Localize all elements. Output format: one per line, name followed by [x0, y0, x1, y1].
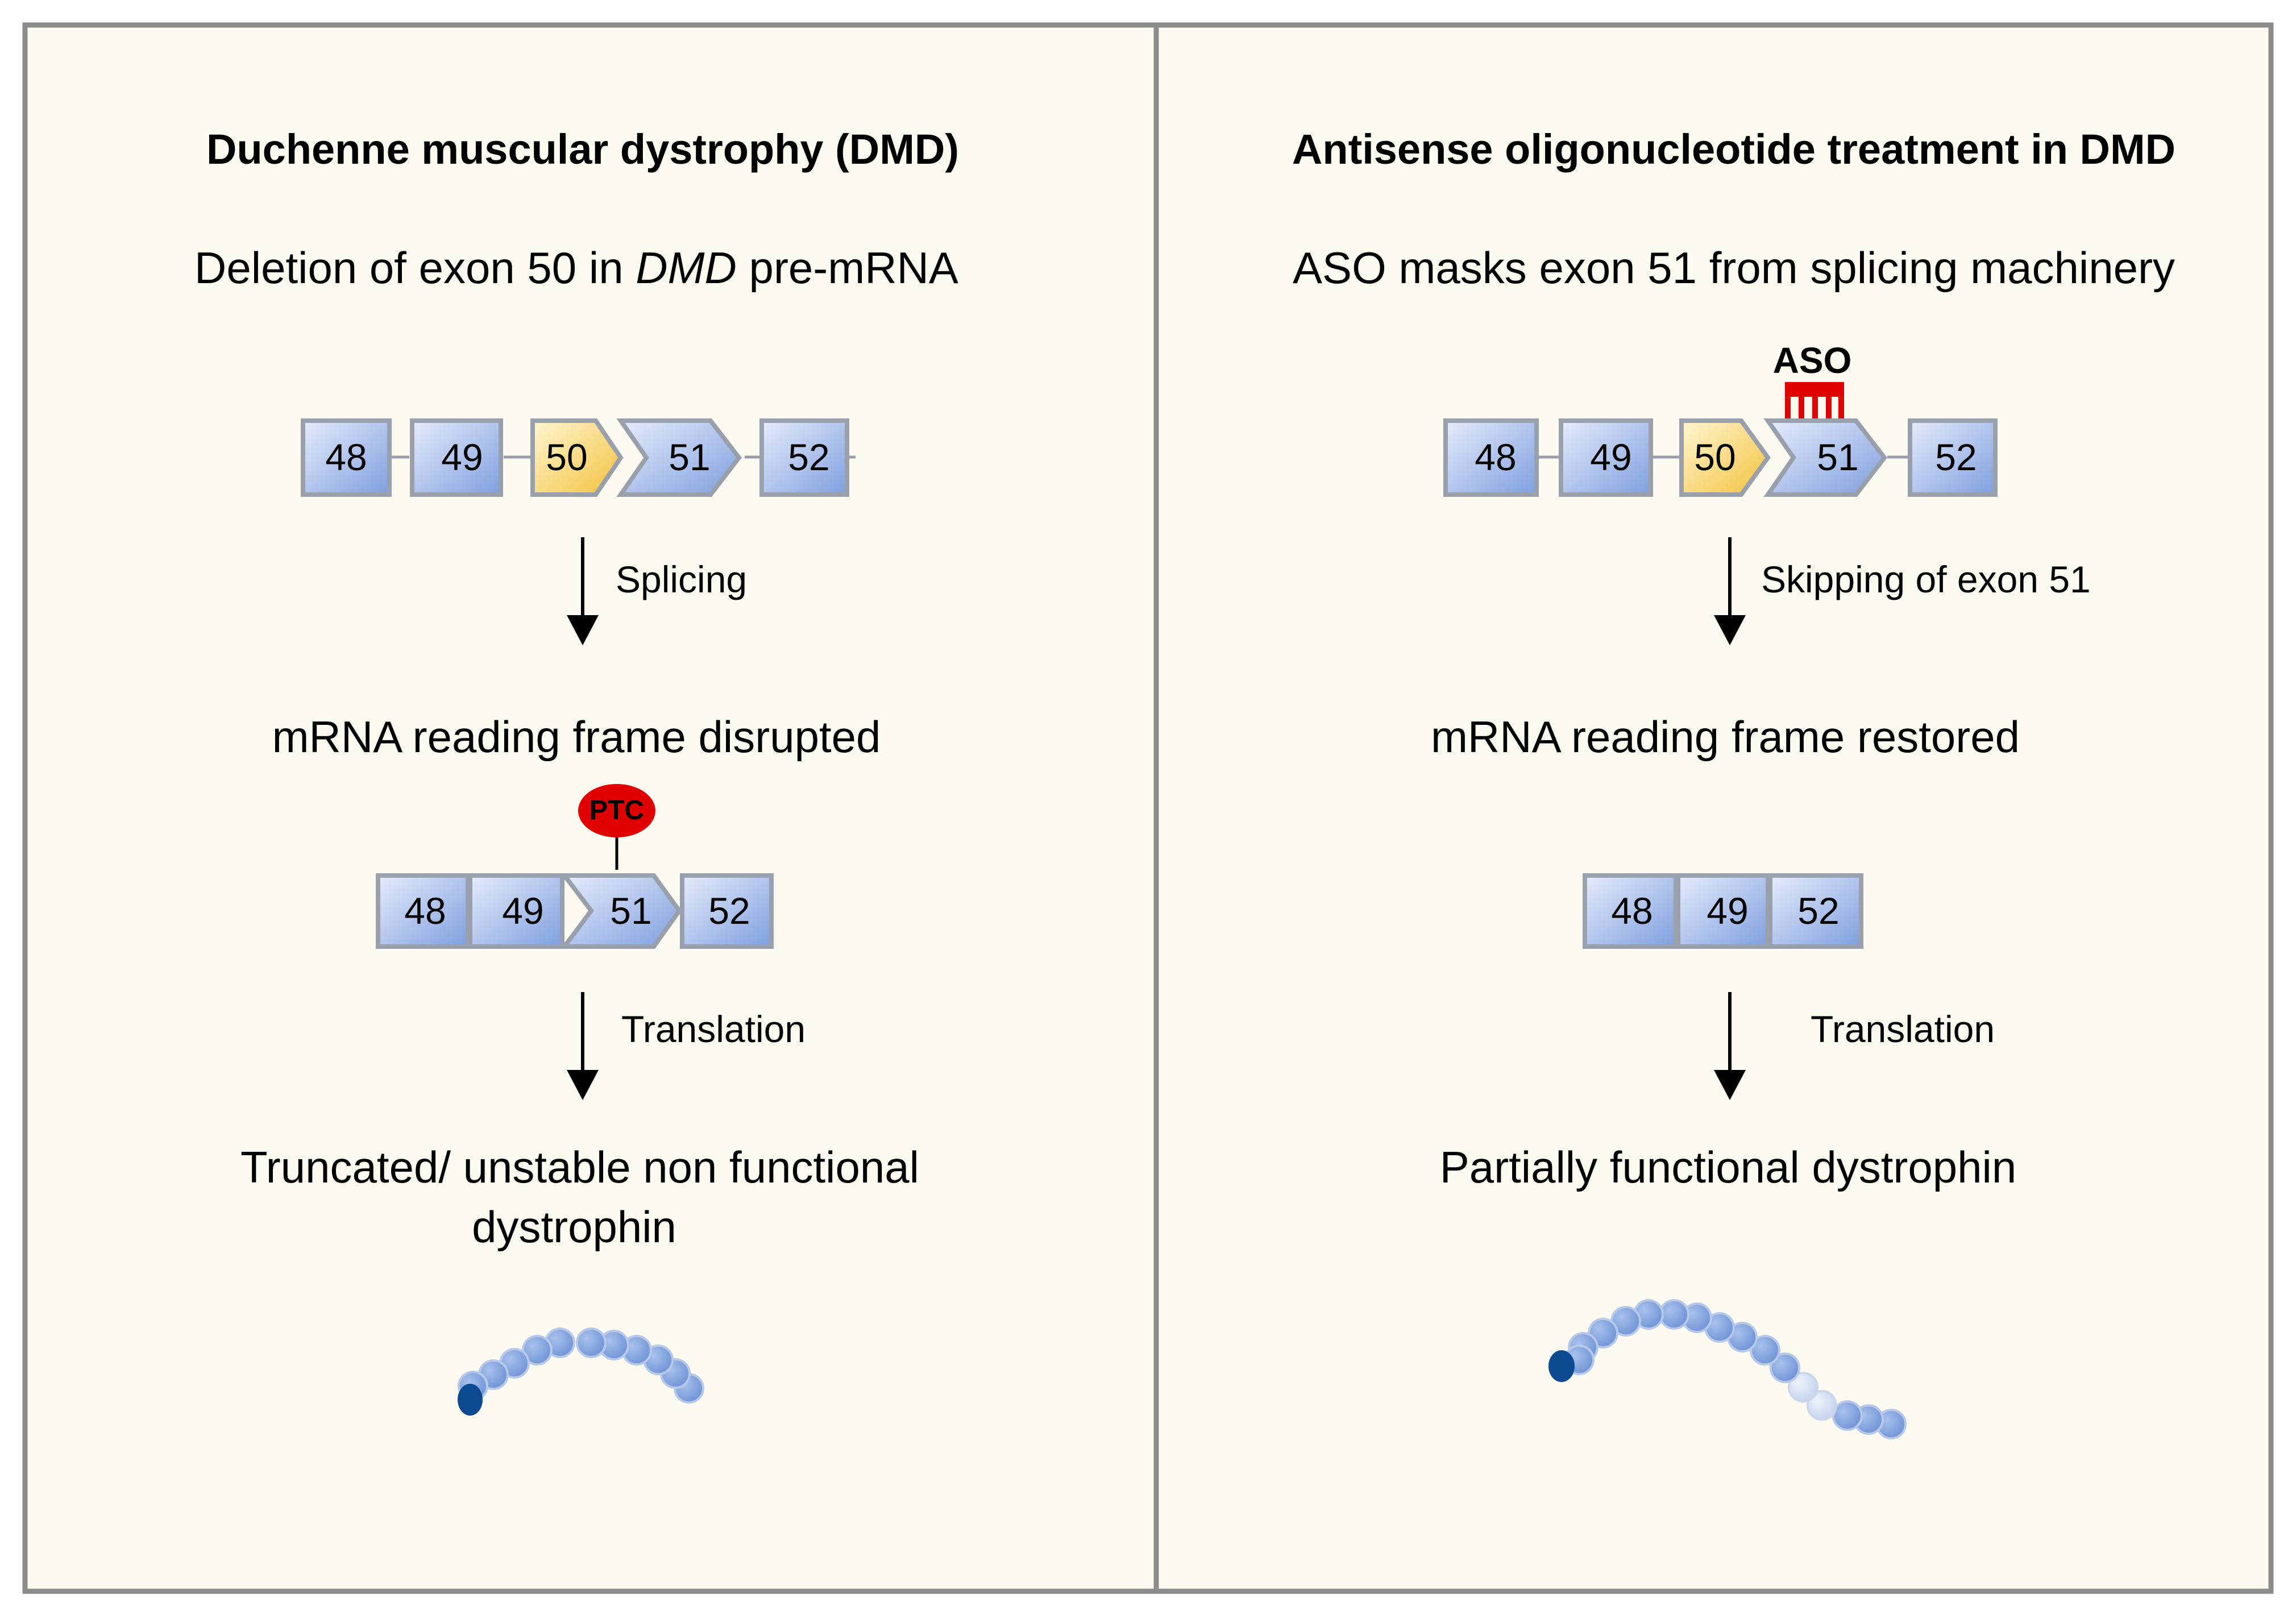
- svg-text:48: 48: [325, 436, 367, 478]
- svg-text:52: 52: [708, 890, 750, 932]
- exon-51: [559, 873, 682, 949]
- protein-bead-skipped: [1788, 1372, 1818, 1403]
- svg-text:51: 51: [610, 890, 651, 932]
- left-outcome-line1: Truncated/ unstable non functional: [240, 1142, 919, 1192]
- exon-52: [1908, 418, 1998, 497]
- protein-n-terminus: [458, 1384, 483, 1416]
- right-subtitle: ASO masks exon 51 from splicing machiner…: [1293, 243, 2175, 293]
- ptc-badge: [578, 784, 655, 837]
- exon-52: [759, 418, 849, 497]
- svg-text:51: 51: [669, 436, 710, 478]
- exon-49: [410, 418, 503, 497]
- svg-text:49: 49: [1707, 890, 1748, 932]
- left-title: Duchenne muscular dystrophy (DMD): [206, 126, 959, 173]
- protein-bead-skipped: [1807, 1390, 1837, 1421]
- right-step1-label: Skipping of exon 51: [1761, 558, 2091, 600]
- protein-bead: [522, 1335, 553, 1366]
- protein-bead: [576, 1327, 607, 1358]
- right-title: Antisense oligonucleotide treatment in D…: [1292, 126, 2175, 173]
- exon-48: [1443, 418, 1539, 497]
- left-outcome-line2: dystrophin: [472, 1202, 676, 1252]
- left-step1-label: Splicing: [616, 558, 747, 600]
- aso-molecule: [1785, 382, 1844, 420]
- right-outcome: Partially functional dystrophin: [1440, 1142, 2017, 1192]
- protein-bead: [1770, 1352, 1800, 1383]
- protein-bead: [1832, 1400, 1863, 1431]
- exon-51: [1763, 418, 1888, 497]
- exon-48: [301, 418, 392, 497]
- right-protein: [1548, 1299, 1907, 1439]
- left-result-title: mRNA reading frame disrupted: [272, 712, 881, 762]
- svg-text:48: 48: [404, 890, 446, 932]
- exon-50: [1679, 418, 1771, 497]
- svg-text:48: 48: [1611, 890, 1653, 932]
- ptc-label: PTC: [589, 795, 644, 825]
- right-premrna: 48 49 50 51 52: [1443, 418, 1998, 497]
- svg-text:50: 50: [1694, 436, 1736, 478]
- left-premrna: 48 49 50 51 52: [301, 418, 856, 497]
- left-subtitle: Deletion of exon 50 in DMD pre-mRNA: [194, 243, 958, 293]
- svg-text:50: 50: [546, 436, 587, 478]
- protein-bead: [1750, 1335, 1780, 1366]
- left-mrna: 48 49 51 52: [376, 873, 774, 949]
- exon-50: [530, 418, 624, 497]
- protein-bead: [1659, 1299, 1689, 1330]
- exon-51: [616, 418, 742, 497]
- exon-52: [1768, 873, 1863, 949]
- left-protein: [458, 1327, 704, 1416]
- left-step2-label: Translation: [621, 1008, 806, 1050]
- svg-text:48: 48: [1475, 436, 1516, 478]
- svg-text:49: 49: [1590, 436, 1631, 478]
- svg-text:52: 52: [788, 436, 829, 478]
- svg-text:52: 52: [1797, 890, 1839, 932]
- svg-text:52: 52: [1935, 436, 1977, 478]
- aso-label: ASO: [1773, 340, 1852, 381]
- right-result-title: mRNA reading frame restored: [1431, 712, 2020, 762]
- exon-49: [468, 873, 564, 949]
- right-step2-label: Translation: [1811, 1008, 1995, 1050]
- svg-text:49: 49: [502, 890, 543, 932]
- exon-52: [680, 873, 774, 949]
- svg-text:49: 49: [441, 436, 483, 478]
- svg-text:51: 51: [1817, 436, 1858, 478]
- protein-n-terminus: [1548, 1350, 1575, 1382]
- exon-49: [1559, 418, 1653, 497]
- right-mrna: 48 49 52: [1583, 873, 1863, 949]
- exon-49: [1676, 873, 1770, 949]
